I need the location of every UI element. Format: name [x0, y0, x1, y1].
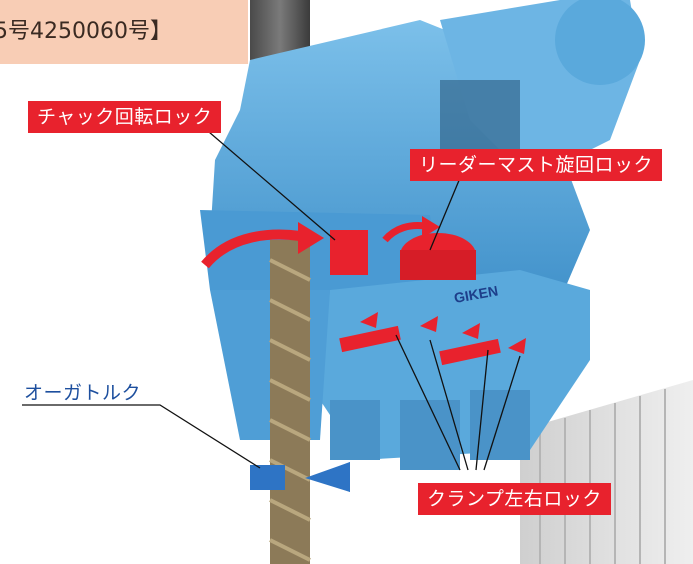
leader-mast-swivel-lock-label: リーダーマスト旋回ロック: [410, 149, 663, 181]
auger-torque-arrows-icon: [250, 462, 350, 492]
clamp-lr-lock-label: クランプ左右ロック: [418, 483, 611, 515]
chuck-rotation-arrowhead-icon: [298, 222, 324, 254]
chuck-rotation-lock-label: チャック回転ロック: [28, 101, 222, 133]
giken-logo: GIKEN: [453, 282, 499, 305]
auger-screw: [269, 240, 311, 564]
patent-number-text: 5号4250060号】: [0, 19, 172, 44]
patent-number-banner: 5号4250060号】: [0, 0, 248, 64]
clamp-lock-arrows-icon: [360, 312, 526, 354]
auger-torque-label: オーガトルク: [24, 382, 142, 404]
leader-lines: [22, 119, 521, 471]
swivel-rotation-arrow-icon: [382, 222, 426, 243]
chuck-rotation-arrow-icon: [201, 229, 301, 269]
